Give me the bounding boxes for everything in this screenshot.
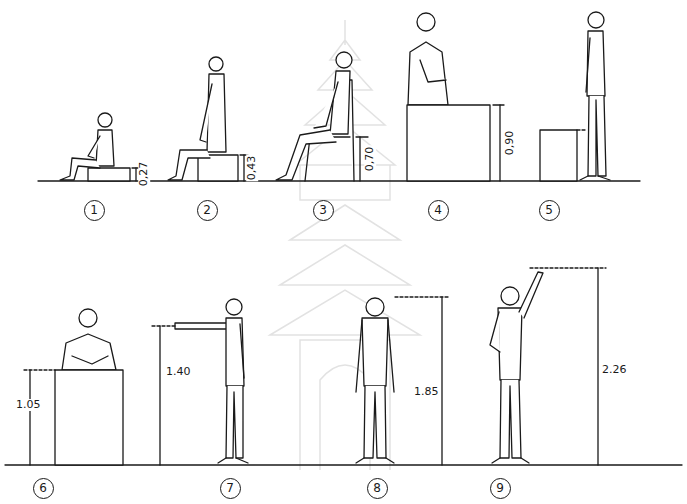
callout-number: 4	[434, 204, 442, 216]
callout-circle: 2	[197, 200, 218, 221]
dimension-label: 0,27	[138, 161, 150, 188]
dimension-label: 0,90	[504, 130, 516, 157]
callout-circle: 4	[428, 200, 449, 221]
callout-number: 6	[39, 482, 47, 494]
seated-figure	[60, 113, 140, 181]
dimension-label: 2.26	[601, 364, 628, 376]
callout-circle: 3	[313, 200, 334, 221]
callout-number: 9	[496, 482, 504, 494]
standing-figure	[540, 12, 610, 181]
callout-circle: 1	[84, 200, 105, 221]
callout-number: 1	[90, 204, 98, 216]
callout-number: 3	[319, 204, 327, 216]
watermark-emblem	[270, 20, 420, 470]
callout-circle: 9	[490, 478, 511, 499]
callout-circle: 8	[367, 478, 388, 499]
callout-number: 7	[226, 482, 234, 494]
callout-circle: 5	[539, 200, 560, 221]
callout-number: 5	[545, 204, 553, 216]
seated-figure	[276, 52, 368, 181]
standing-figure	[24, 309, 123, 465]
seated-figure	[168, 57, 248, 181]
dimension-label: 1.85	[413, 386, 440, 398]
dimension-label: 0,70	[364, 146, 376, 173]
standing-figure	[407, 13, 504, 181]
callout-circle: 6	[33, 478, 54, 499]
dimension-label: 0,43	[246, 155, 258, 182]
callout-number: 2	[203, 204, 211, 216]
callout-circle: 7	[220, 478, 241, 499]
dimension-label: 1.05	[15, 399, 42, 411]
standing-figure	[152, 299, 248, 465]
standing-figure	[356, 297, 448, 465]
standing-figure	[490, 268, 606, 465]
dimension-label: 1.40	[165, 366, 192, 378]
callout-number: 8	[373, 482, 381, 494]
